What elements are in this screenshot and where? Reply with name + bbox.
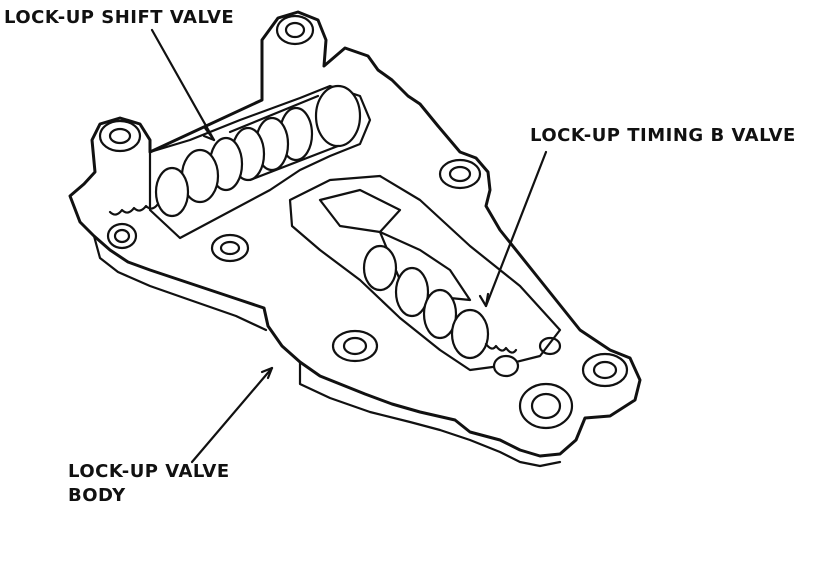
mounting-bosses	[98, 14, 629, 430]
timing-valve-assembly	[288, 174, 562, 378]
arrow-timing-valve	[478, 292, 490, 308]
arrow-shift-valve	[202, 126, 216, 142]
leader-lines	[150, 28, 548, 464]
label-lock-up-shift-valve: LOCK-UP SHIFT VALVE	[4, 7, 235, 28]
leader-shift-valve	[150, 28, 216, 142]
label-body-line1: LOCK-UP VALVE	[68, 461, 230, 482]
shift-valve-assembly	[106, 84, 372, 250]
label-body-line2: BODY	[68, 485, 126, 506]
leader-valve-body	[190, 366, 274, 464]
leader-timing-valve	[484, 150, 548, 308]
label-lock-up-valve-body: LOCK-UP VALVE BODY	[68, 460, 230, 508]
valve-body-outline	[68, 10, 642, 468]
label-lock-up-timing-b-valve: LOCK-UP TIMING B VALVE	[530, 125, 796, 146]
arrow-valve-body	[260, 366, 274, 380]
